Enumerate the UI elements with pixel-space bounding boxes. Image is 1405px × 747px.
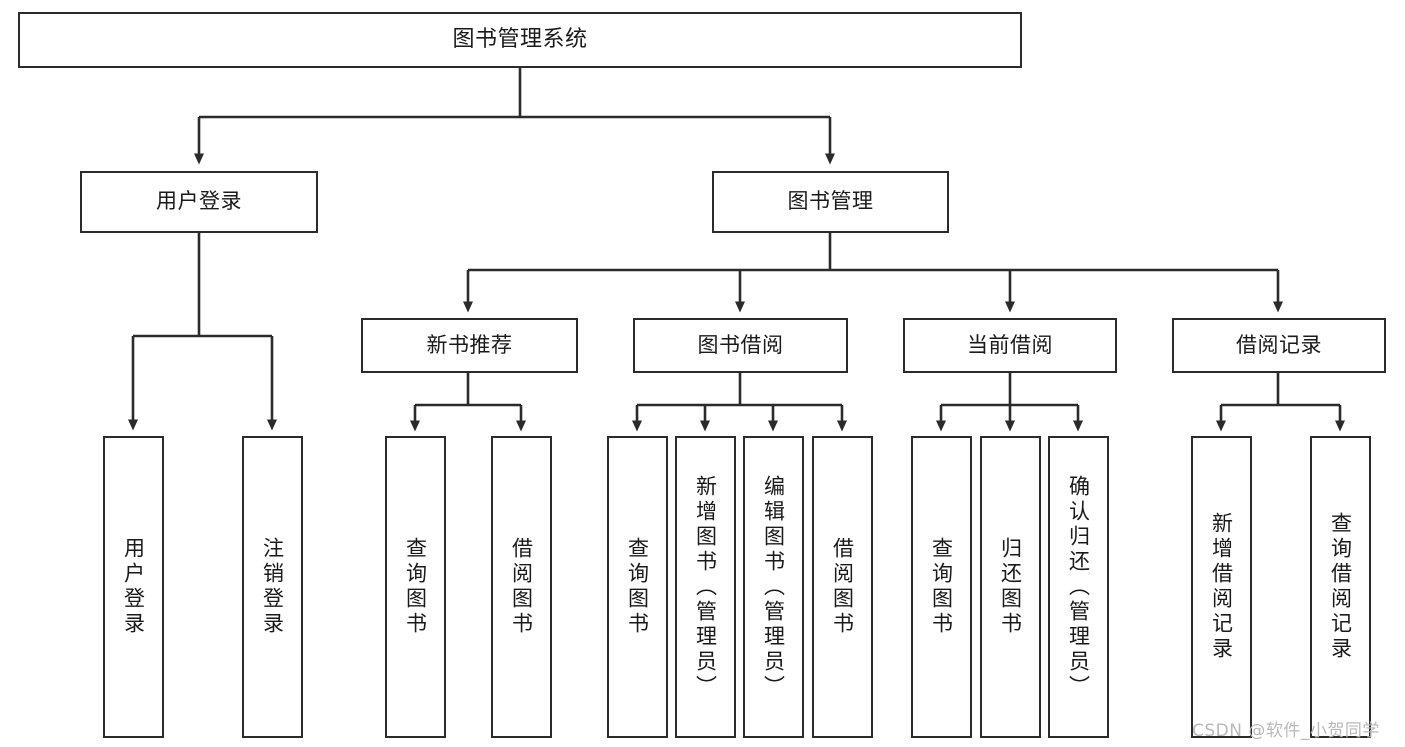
node-book-borrow[interactable]: 图书借阅 [633,318,848,373]
node-borrow-records-label: 借阅记录 [1236,332,1322,357]
node-borrow-records[interactable]: 借阅记录 [1172,318,1386,373]
leaf-user-login-label: 用户登录 [121,537,146,637]
node-root-system-label: 图书管理系统 [452,26,588,52]
node-book-management-label: 图书管理 [787,189,874,214]
leaf-borrow-query-book[interactable]: 查询图书 [607,436,668,738]
leaf-current-confirm-return-admin-label: 确认归还（管理员） [1066,474,1091,700]
node-root-system[interactable]: 图书管理系统 [18,12,1022,68]
leaf-borrow-add-book-admin[interactable]: 新增图书（管理员） [675,436,736,738]
node-user-login-label: 用户登录 [156,189,242,214]
leaf-current-query-book[interactable]: 查询图书 [911,436,972,738]
leaf-newbook-query-book[interactable]: 查询图书 [385,436,446,738]
leaf-current-confirm-return-admin[interactable]: 确认归还（管理员） [1048,436,1109,738]
leaf-current-return-book-label: 归还图书 [998,537,1023,637]
leaf-borrow-add-book-admin-label: 新增图书（管理员） [693,474,718,700]
leaf-logout-label: 注销登录 [260,537,285,637]
leaf-borrow-edit-book-admin[interactable]: 编辑图书（管理员） [743,436,804,738]
leaf-records-query-record-label: 查询借阅记录 [1328,512,1353,662]
leaf-current-return-book[interactable]: 归还图书 [980,436,1041,738]
leaf-borrow-borrow-book[interactable]: 借阅图书 [812,436,873,738]
node-book-borrow-label: 图书借阅 [697,332,784,357]
leaf-newbook-borrow-book[interactable]: 借阅图书 [491,436,552,738]
node-new-book-recommend[interactable]: 新书推荐 [361,318,578,373]
leaf-borrow-edit-book-admin-label: 编辑图书（管理员） [761,474,786,700]
node-current-borrow[interactable]: 当前借阅 [903,318,1117,373]
leaf-newbook-borrow-book-label: 借阅图书 [509,537,534,637]
leaf-records-query-record[interactable]: 查询借阅记录 [1310,436,1371,738]
leaf-borrow-borrow-book-label: 借阅图书 [830,537,855,637]
leaf-records-add-record[interactable]: 新增借阅记录 [1191,436,1252,738]
node-current-borrow-label: 当前借阅 [967,332,1053,357]
leaf-records-add-record-label: 新增借阅记录 [1209,512,1234,662]
leaf-newbook-query-book-label: 查询图书 [403,537,428,637]
node-user-login[interactable]: 用户登录 [80,171,318,233]
node-new-book-recommend-label: 新书推荐 [426,332,513,357]
watermark: CSDN @软件_小贺同学 [1192,721,1380,741]
leaf-logout[interactable]: 注销登录 [242,436,303,738]
leaf-borrow-query-book-label: 查询图书 [625,537,650,637]
leaf-current-query-book-label: 查询图书 [929,537,954,637]
node-book-management[interactable]: 图书管理 [712,171,949,233]
leaf-user-login[interactable]: 用户登录 [103,436,164,738]
